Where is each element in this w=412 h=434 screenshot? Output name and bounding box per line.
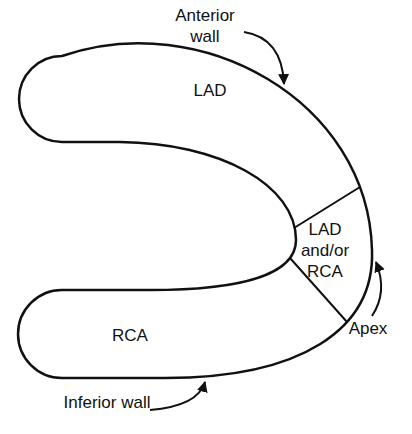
territory-label: LAD and/or RCA [296,219,354,282]
pointer-arrow [372,262,381,316]
territory-segment: RCA [80,315,180,355]
pointer-arrow [150,382,205,410]
wall-label: Apex [338,318,398,339]
wall-label-text: Anterior wall [160,5,250,47]
wall-label-text: Inferior wall [62,392,152,413]
wall-label: Inferior wall [62,392,152,413]
territory-segment: LAD [160,70,260,110]
territory-label: LAD [193,80,226,101]
territory-label: RCA [112,325,148,346]
territory-segment: LAD and/or RCA [296,210,354,290]
pointer-arrow [244,32,284,84]
ventricle-wall-outline [18,43,372,378]
wall-label-text: Apex [338,318,398,339]
wall-label: Anterior wall [160,5,250,47]
